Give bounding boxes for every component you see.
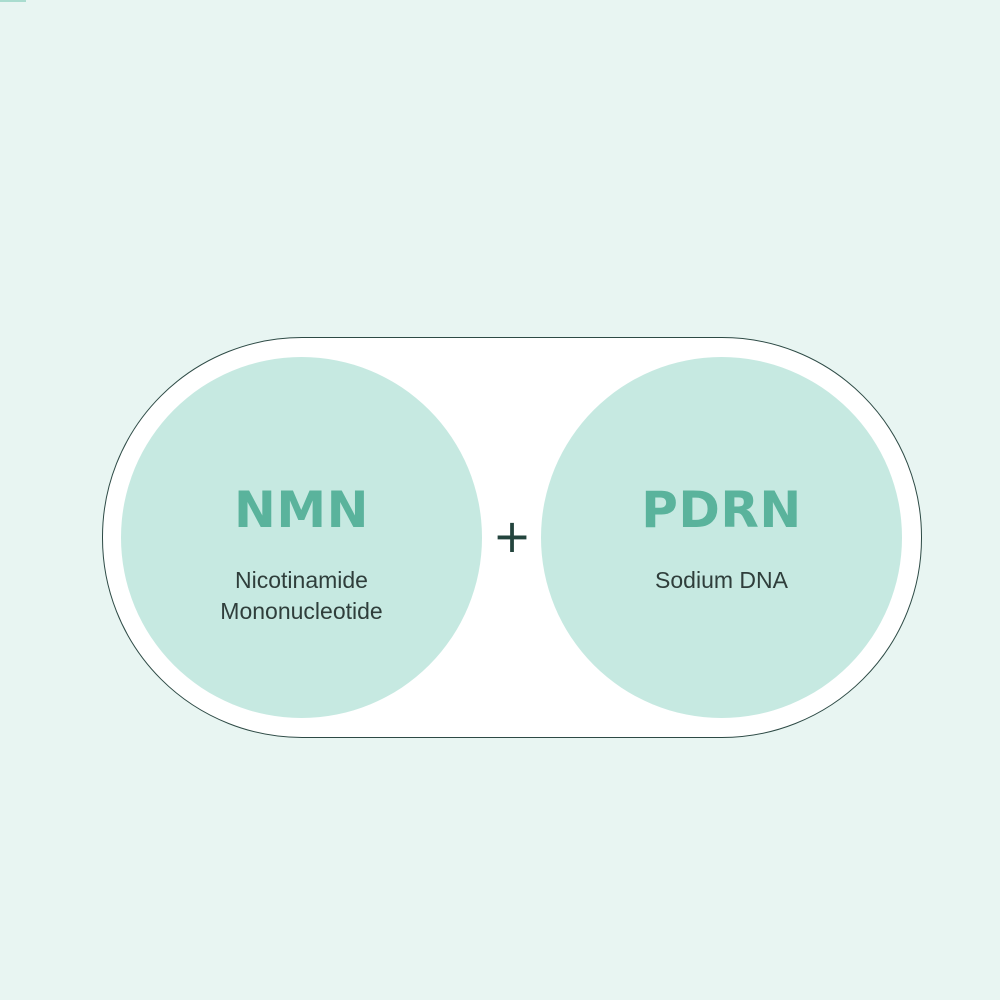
ingredient-acronym: PDRN bbox=[641, 481, 802, 539]
ingredient-circle-nmn: NMN Nicotinamide Mononucleotide bbox=[121, 357, 482, 718]
corner-accent-line bbox=[0, 0, 26, 2]
ingredient-circle-pdrn: PDRN Sodium DNA bbox=[541, 357, 902, 718]
ingredient-full-name: Sodium DNA bbox=[655, 567, 788, 593]
ingredient-acronym: NMN bbox=[234, 481, 369, 539]
ingredient-full-name: Nicotinamide Mononucleotide bbox=[220, 567, 383, 624]
plus-operator: + bbox=[492, 509, 532, 563]
